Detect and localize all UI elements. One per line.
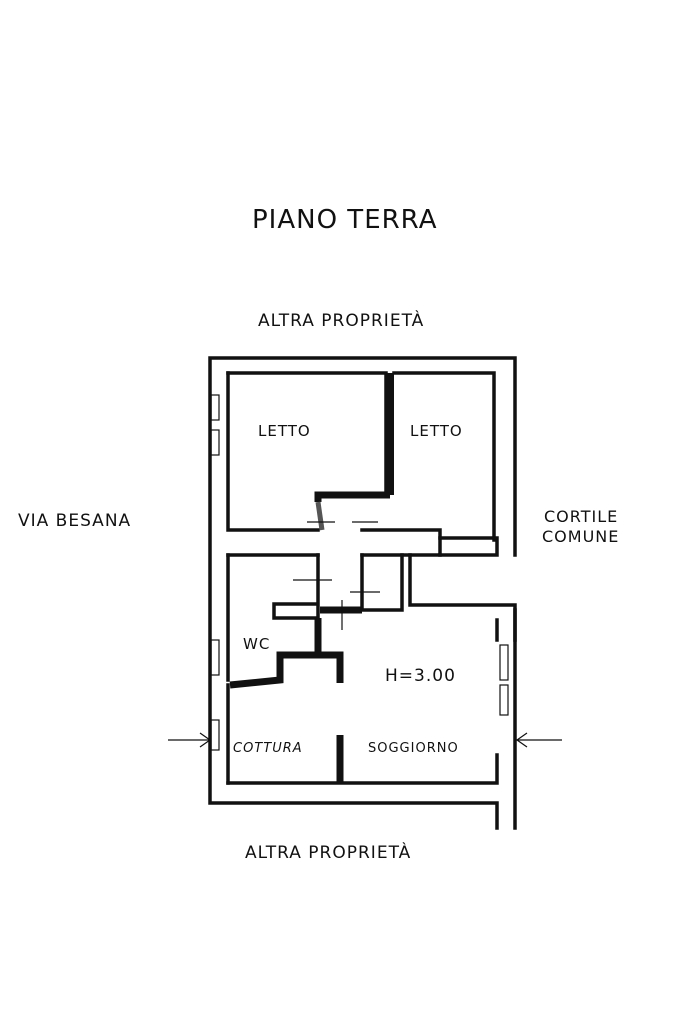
label-bottom-neighbor: ALTRA PROPRIETÀ: [245, 841, 411, 863]
label-street: VIA BESANA: [18, 511, 131, 531]
room-soggiorno: SOGGIORNO: [368, 741, 459, 756]
label-courtyard-1: CORTILE: [544, 507, 618, 526]
walls: [208, 356, 517, 830]
label-courtyard-2: COMUNE: [542, 527, 619, 546]
room-cottura: COTTURA: [233, 741, 303, 756]
ceiling-height: H=3.00: [385, 666, 456, 686]
label-top-neighbor: ALTRA PROPRIETÀ: [258, 309, 424, 331]
room-letto-1: LETTO: [258, 422, 311, 440]
plan-title: PIANO TERRA: [252, 205, 437, 235]
room-letto-2: LETTO: [410, 422, 463, 440]
entrance-arrows: [168, 732, 562, 748]
room-wc: WC: [243, 635, 270, 653]
